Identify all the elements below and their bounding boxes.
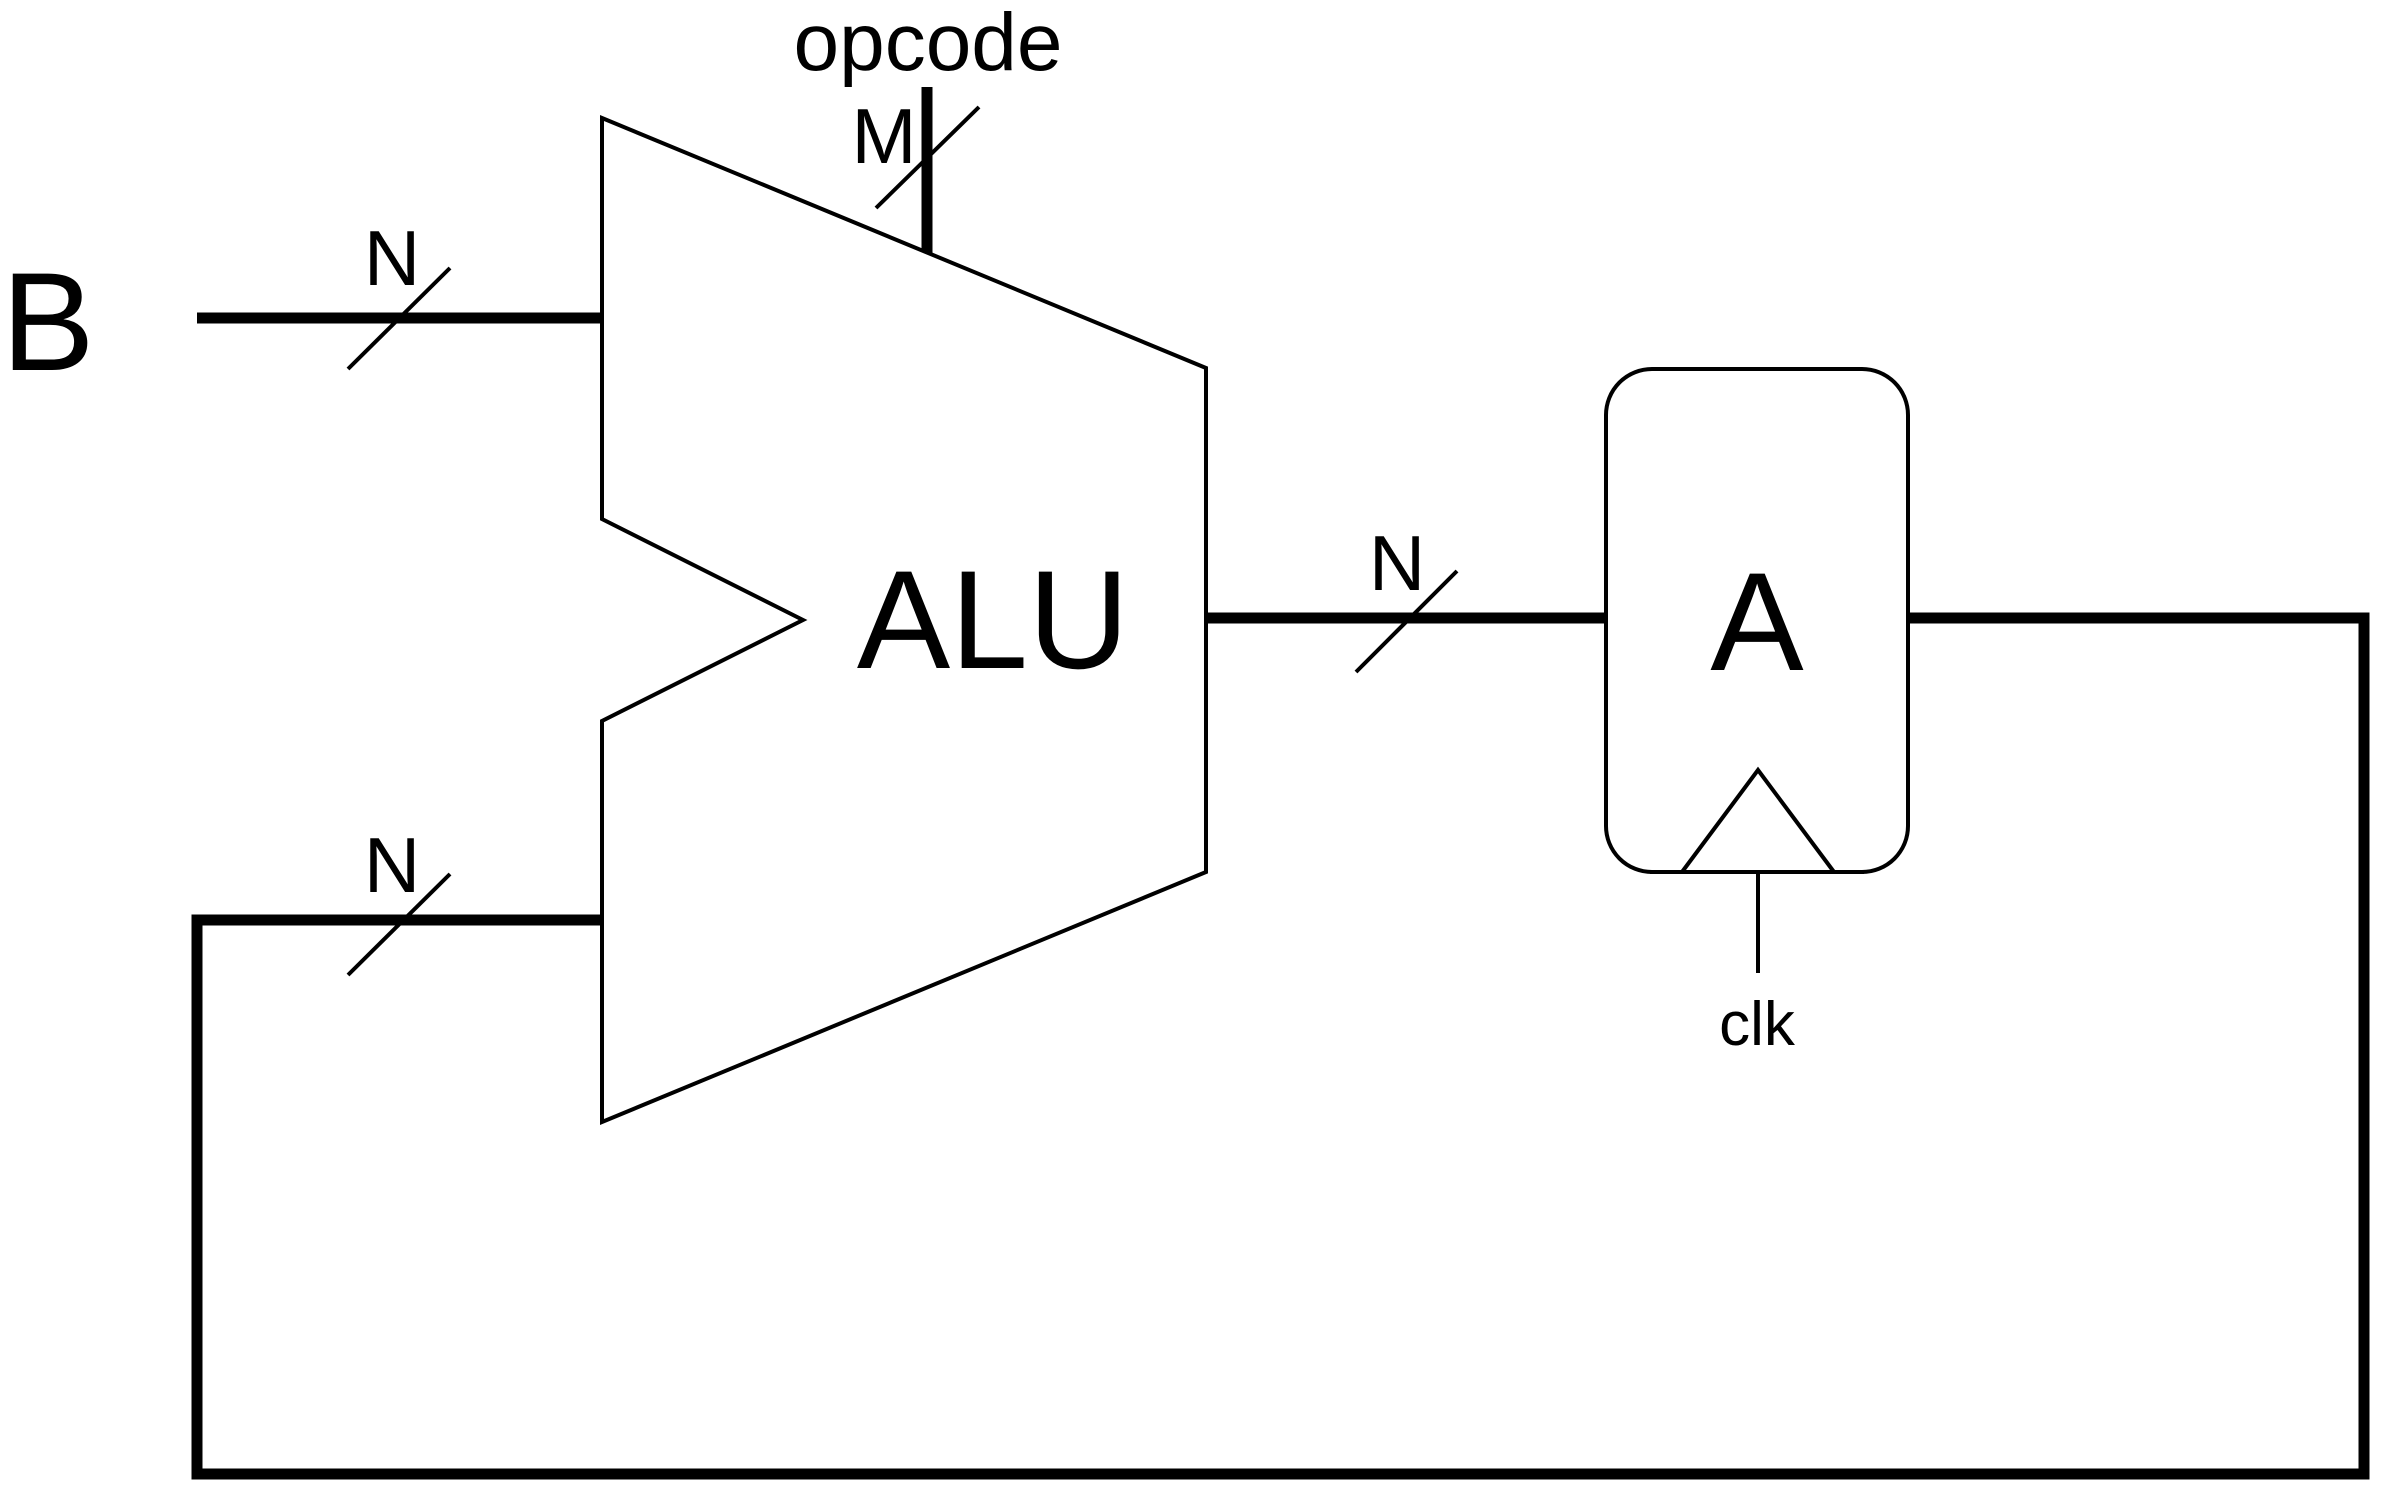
bus-b-width-label: N [364,214,420,302]
opcode-width-label: M [852,92,917,180]
alu-label: ALU [857,541,1129,698]
feedback-width-label: N [364,821,420,909]
input-b-label: B [1,243,94,400]
bus-b-width-slash [346,266,452,371]
opcode-label: opcode [793,0,1062,88]
feedback-width-slash [346,872,452,977]
register-a-label: A [1710,543,1804,700]
output-width-slash [1354,569,1459,674]
clock-edge-triangle [1680,766,1836,874]
opcode-width-slash [874,105,981,210]
output-width-label: N [1369,519,1425,607]
feedback-wire [191,612,2370,1480]
alu-block [600,115,1208,1125]
clock-label: clk [1719,990,1796,1059]
